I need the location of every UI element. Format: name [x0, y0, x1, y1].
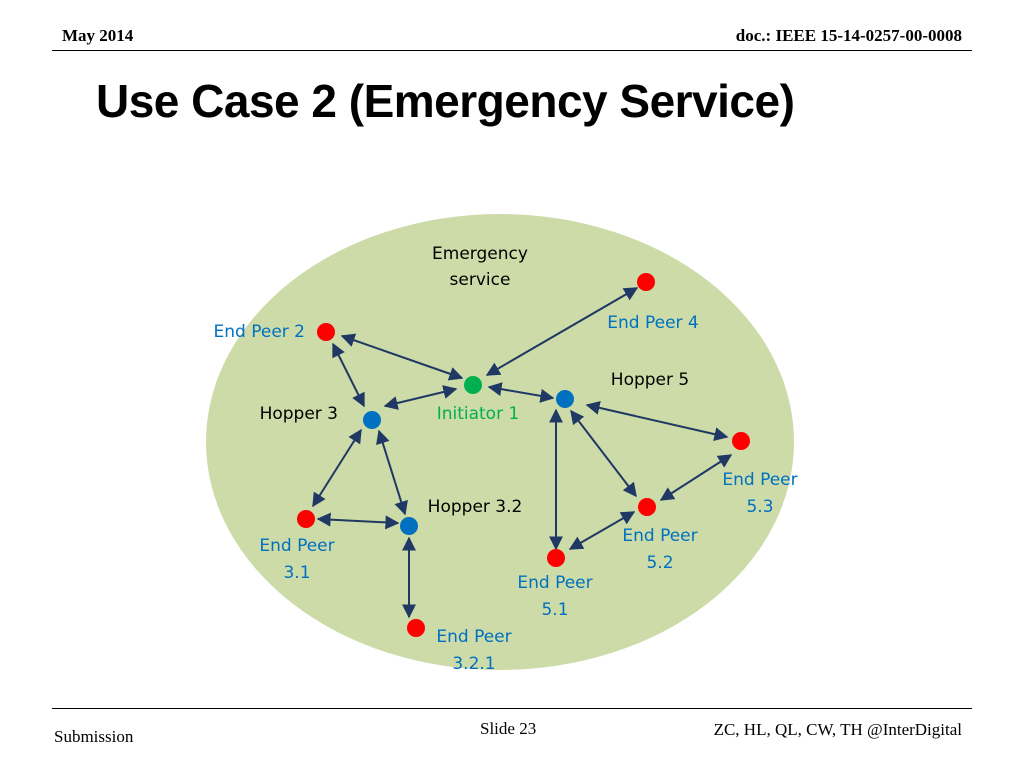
node-end-peer-5-3 [732, 432, 750, 450]
label-end-peer-5-3-line1: End Peer [722, 470, 797, 490]
node-hopper-3-2 [400, 517, 418, 535]
area-label-line2: service [450, 270, 511, 290]
link-initiator-hopper5 [487, 382, 555, 403]
label-end-peer-5-2-line1: End Peer [622, 526, 697, 546]
header-rule [52, 50, 972, 51]
node-end-peer-3-1 [297, 510, 315, 528]
node-end-peer-5-1 [547, 549, 565, 567]
footer-slide-number: Slide 23 [480, 719, 537, 738]
node-initiator-1 [464, 376, 482, 394]
label-initiator-1: Initiator 1 [437, 404, 520, 424]
label-end-peer-5-1-line1: End Peer [517, 573, 592, 593]
nodes [297, 273, 750, 637]
header-doc-id: doc.: IEEE 15-14-0257-00-0008 [735, 26, 962, 45]
emergency-area [206, 214, 794, 670]
label-hopper-5: Hopper 5 [611, 370, 689, 390]
node-end-peer-3-2-1 [407, 619, 425, 637]
link-endpeer52-endpeer51 [568, 511, 636, 550]
label-end-peer-4: End Peer 4 [607, 313, 698, 333]
node-hopper-5 [556, 390, 574, 408]
label-hopper-3-2: Hopper 3.2 [428, 497, 523, 517]
node-end-peer-5-2 [638, 498, 656, 516]
link-hopper3-initiator [383, 385, 458, 410]
labels: Emergency service End Peer 4 End Peer 2 … [214, 244, 798, 674]
links [312, 287, 733, 619]
area-label-line1: Emergency [432, 244, 528, 264]
link-hopper5-endpeer52 [570, 409, 637, 498]
footer-rule [52, 708, 972, 709]
label-end-peer-5-1-line2: 5.1 [541, 600, 568, 620]
label-end-peer-3-2-1-line2: 3.2.1 [452, 654, 495, 674]
link-endpeer2-hopper3 [332, 342, 365, 408]
label-hopper-3: Hopper 3 [260, 404, 338, 424]
link-hopper3-hopper32 [376, 429, 408, 516]
label-end-peer-5-2-line2: 5.2 [646, 553, 673, 573]
link-endpeer31-hopper32 [316, 512, 400, 530]
slide-title: Use Case 2 (Emergency Service) [96, 75, 795, 127]
link-hopper3-endpeer31 [312, 428, 362, 508]
node-end-peer-4 [637, 273, 655, 291]
link-initiator-endpeer4 [485, 287, 639, 376]
label-end-peer-3-1-line1: End Peer [259, 536, 334, 556]
node-end-peer-2 [317, 323, 335, 341]
header-date: May 2014 [62, 26, 134, 45]
label-end-peer-5-3-line2: 5.3 [746, 497, 773, 517]
label-end-peer-2: End Peer 2 [214, 322, 305, 342]
label-end-peer-3-2-1-line1: End Peer [436, 627, 511, 647]
label-end-peer-3-1-line2: 3.1 [283, 563, 310, 583]
node-hopper-3 [363, 411, 381, 429]
link-endpeer53-endpeer52 [659, 454, 733, 501]
footer-submission: Submission [54, 727, 134, 746]
footer-authors: ZC, HL, QL, CW, TH @InterDigital [713, 720, 962, 739]
